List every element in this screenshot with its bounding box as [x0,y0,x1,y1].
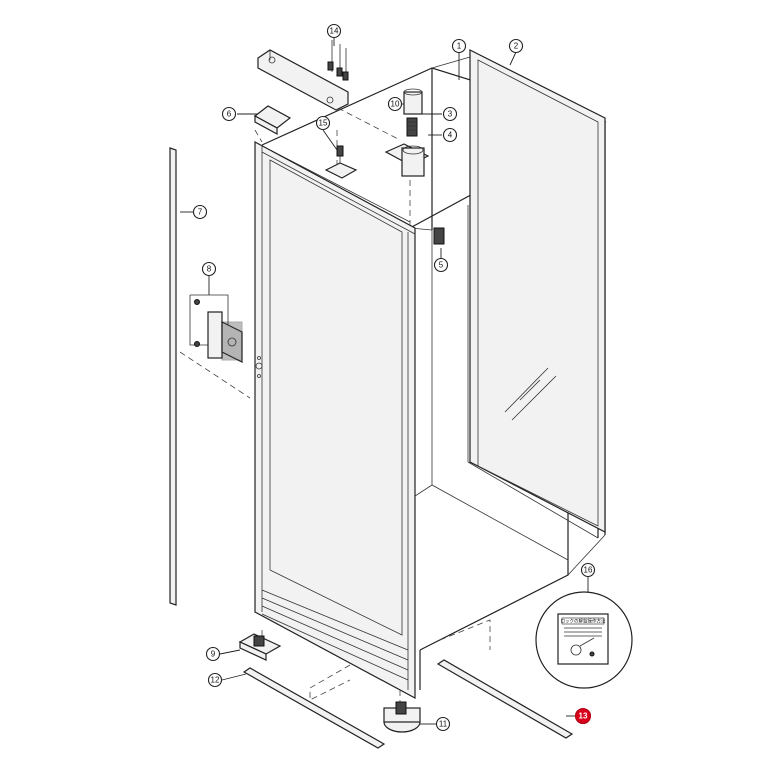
callout-8: 8 [201,261,217,277]
svg-text:5: 5 [439,261,444,270]
svg-text:3: 3 [448,110,453,119]
svg-text:14: 14 [330,27,339,36]
side-gasket-strip [169,147,177,606]
callout-13[interactable]: 13 [574,707,592,725]
callout-5: 5 [433,257,449,273]
callout-7: 7 [192,204,208,220]
label-sticker-title: ロックの解錠操作方法 [561,618,606,625]
svg-text:7: 7 [198,208,203,217]
hinge-assembly [384,88,430,177]
bottom-hinge [238,633,282,661]
top-cap [253,105,292,136]
door-frame [254,140,416,700]
side-glass-panel [469,49,606,533]
svg-text:6: 6 [227,110,232,119]
callout-2: 2 [508,38,524,54]
callout-12: 12 [207,672,223,688]
bottom-pivot [383,701,421,733]
assembly-guide-lines [179,107,491,706]
svg-text:9: 9 [211,650,216,659]
svg-text:15: 15 [319,119,328,128]
callout-6: 6 [221,106,237,122]
callout-1: 1 [451,38,467,54]
callout-11: 11 [435,716,451,732]
svg-text:11: 11 [439,720,448,729]
callout-4: 4 [442,127,458,143]
svg-text:4: 4 [448,131,453,140]
svg-text:2: 2 [514,42,519,51]
callout-3: 3 [442,106,458,122]
svg-text:8: 8 [207,265,212,274]
svg-text:10: 10 [391,100,400,109]
svg-text:16: 16 [584,566,593,575]
callout-10: 10 [387,96,403,112]
svg-text:1: 1 [457,42,462,51]
bottom-strip-left [242,667,386,749]
top-hinge-bracket [257,40,349,111]
lock-assembly [189,294,243,363]
bottom-strip-right [436,659,574,739]
callout-16: 16 [580,562,596,578]
leader-lines [180,38,589,725]
svg-text:13: 13 [579,712,588,721]
pivot-plate [324,145,358,179]
latch-clip [433,227,445,245]
callout-9: 9 [205,646,221,662]
callout-14: 14 [326,23,342,39]
instruction-label-inset: ロックの解錠操作方法 [535,591,633,689]
callout-15: 15 [315,115,331,131]
svg-text:12: 12 [211,676,220,685]
